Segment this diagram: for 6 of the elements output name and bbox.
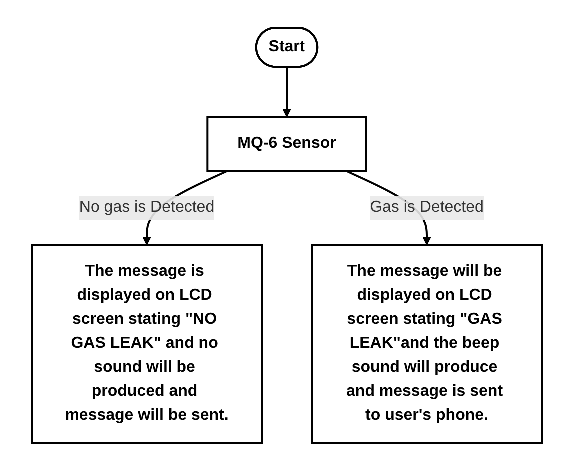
arrow [282,67,291,118]
edge-label: Gas is Detected [370,199,484,216]
node-box: The message will be displayed on LCD screen stating "GAS LEAK"and the beep sound will produce and message is sent to user's phone. [310,244,542,444]
node-box: The message is displayed on LCD screen stating "NO GAS LEAK" and no sound will be produced and message will be sent. [30,244,262,444]
edge-label: No gas is Detected [78,199,214,216]
node-box: MQ-6 Sensor [206,116,367,172]
